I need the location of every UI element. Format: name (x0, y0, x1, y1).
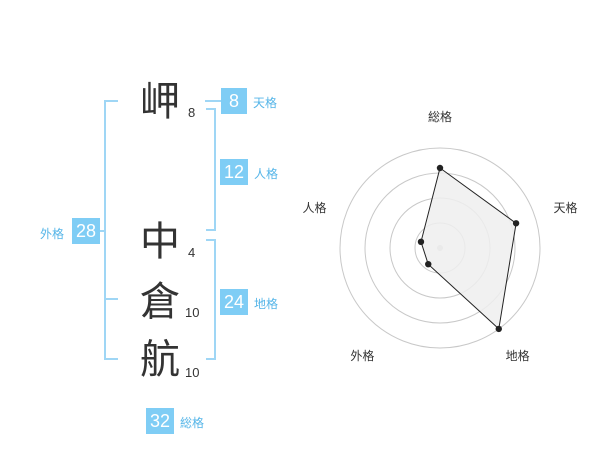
chikaku-bracket-top (206, 239, 216, 241)
radar-point-1 (436, 164, 444, 172)
given-char-3: 航 (140, 337, 180, 383)
radar-point-5 (417, 238, 425, 246)
radar-series-shape (420, 167, 517, 330)
radar-axis-label-4: 外格 (350, 348, 374, 363)
soukaku-value: 32 (146, 408, 174, 434)
tenkaku-label: 天格 (253, 96, 278, 110)
surname-char-1: 岬 (140, 79, 180, 125)
radar-axis-label-5: 人格 (302, 200, 326, 215)
stroke-count-4: 10 (185, 365, 200, 380)
gaikaku-bracket-tick (100, 230, 106, 232)
chikaku-value: 24 (220, 289, 248, 315)
chikaku-bracket-bottom (206, 358, 216, 360)
radar-point-4 (425, 260, 432, 268)
gaikaku-label: 外格 (40, 227, 65, 241)
radar-axis-label-3: 地格 (506, 348, 530, 363)
given-char-2: 倉 (140, 279, 180, 325)
gaikaku-bracket-top (104, 100, 118, 102)
tenkaku-value: 8 (221, 88, 247, 114)
tenkaku-connector (205, 100, 221, 102)
radar-point-2 (512, 220, 520, 227)
given-char-1: 中 (140, 219, 180, 265)
gaikaku-value: 28 (72, 218, 100, 244)
radar-point-3 (495, 325, 502, 333)
jinkaku-bracket (214, 108, 216, 231)
chikaku-label: 地格 (254, 297, 279, 311)
radar-ring (339, 147, 541, 349)
gaikaku-bracket-mid (104, 298, 118, 300)
chikaku-bracket (214, 239, 216, 360)
radar-axis-label-2: 天格 (553, 200, 577, 215)
jinkaku-label: 人格 (254, 167, 279, 181)
stroke-count-3: 10 (185, 305, 200, 320)
jinkaku-value: 12 (220, 159, 248, 185)
stroke-count-2: 4 (188, 245, 196, 260)
soukaku-label: 総格 (180, 416, 205, 430)
gaikaku-bracket-bottom (104, 358, 118, 360)
jinkaku-bracket-bottom (206, 229, 216, 231)
stroke-count-1: 8 (188, 105, 196, 120)
jinkaku-bracket-top (206, 108, 216, 110)
radar-axis-label-1: 総格 (428, 109, 452, 124)
